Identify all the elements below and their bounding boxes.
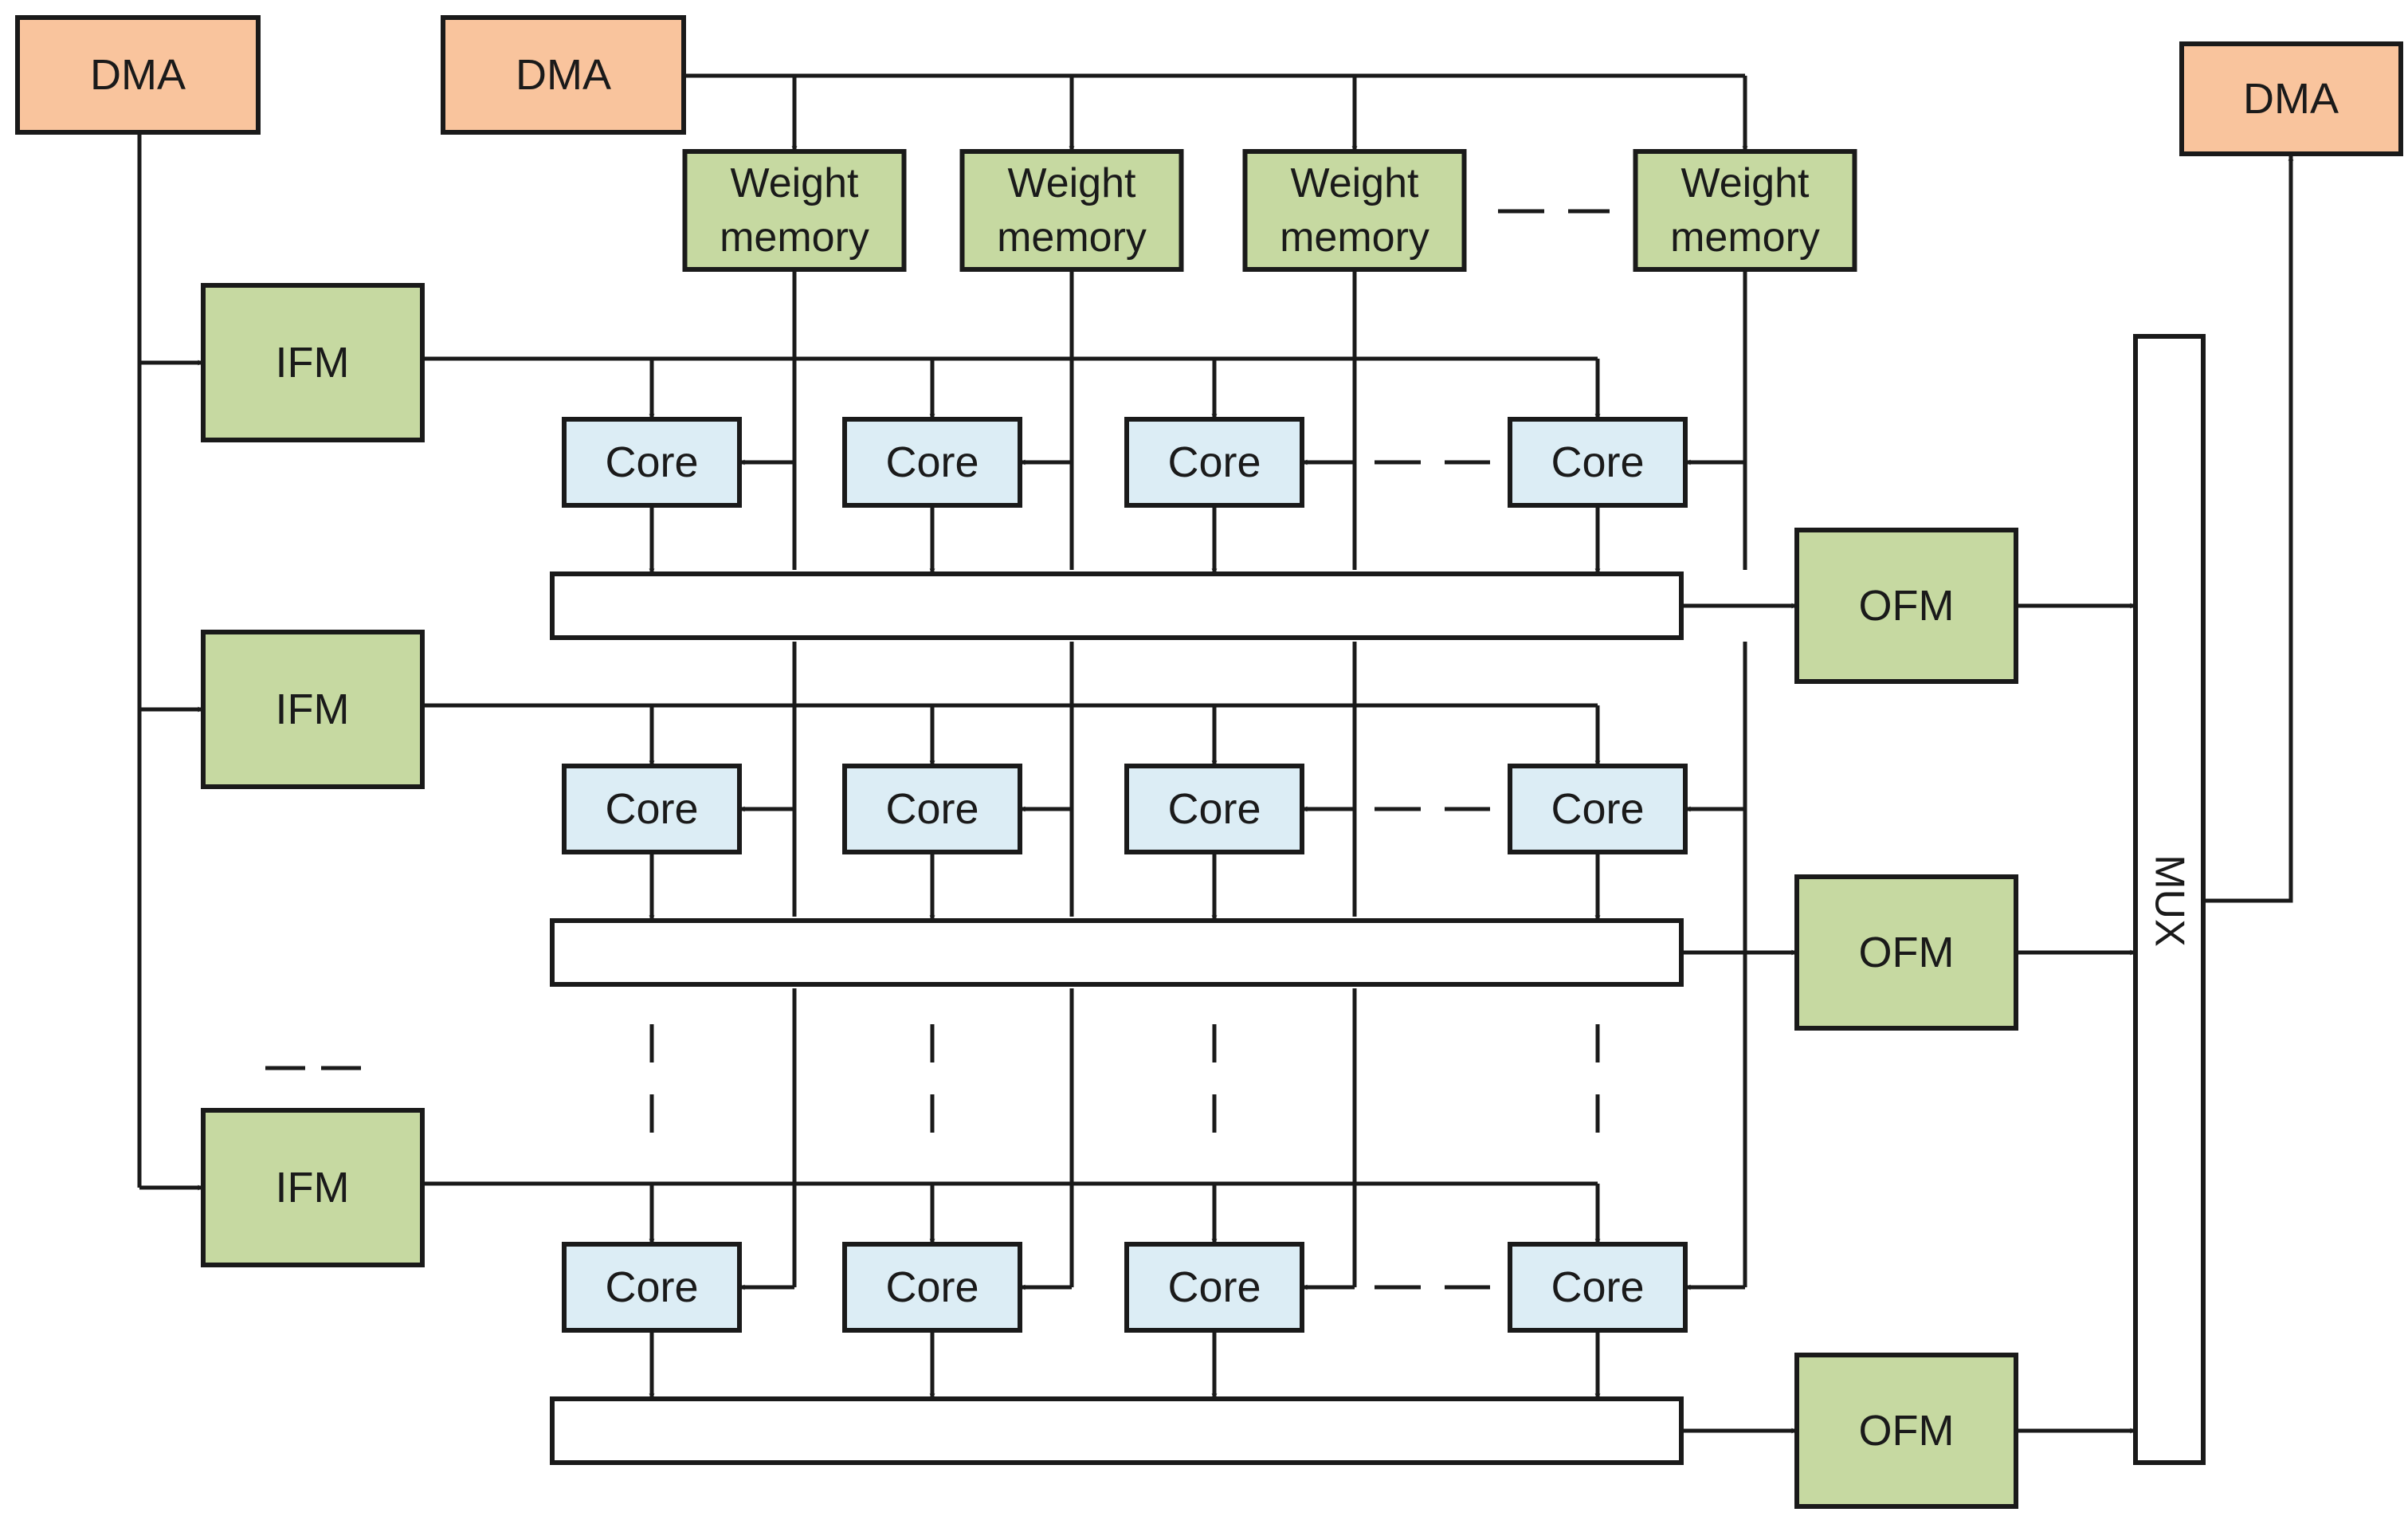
component-boxes: DMA DMA DMA Weight memory Weight memory Weight m… — [15, 15, 2403, 1509]
mux-label: MUX — [2147, 854, 2193, 947]
ofm-label-1: OFM — [1859, 582, 1955, 630]
core-label-1-3: Core — [1167, 438, 1261, 486]
accumulation-bus-3 — [550, 1396, 1684, 1465]
core-2-2 — [842, 764, 1022, 854]
weight-memory-1 — [682, 149, 907, 272]
weight-memory-label-2-2: memory — [997, 214, 1147, 261]
dma-box-top — [441, 15, 686, 135]
core-1-1 — [562, 417, 742, 508]
ofm-box-2 — [1794, 874, 2018, 1031]
weight-memory-label-1-2: Weight — [1008, 160, 1136, 206]
core-2-1 — [562, 764, 742, 854]
core-label-3-4: Core — [1551, 1263, 1644, 1311]
accumulation-bus-1 — [550, 571, 1684, 640]
dma-box-right — [2179, 41, 2403, 156]
dma-box-top-label: DMA — [516, 51, 611, 99]
weight-memory-4 — [1633, 149, 1857, 272]
core-1-3 — [1124, 417, 1304, 508]
core-label-2-2: Core — [885, 785, 978, 833]
core-label-2-1: Core — [605, 785, 698, 833]
core-1-4 — [1508, 417, 1688, 508]
mux-to-dma — [2203, 155, 2294, 903]
ifm-box-2 — [201, 630, 425, 789]
core-label-3-3: Core — [1167, 1263, 1261, 1311]
core-label-2-3: Core — [1167, 785, 1261, 833]
dma-box-left — [15, 15, 261, 135]
ifm-box-3 — [201, 1108, 425, 1267]
core-1-2 — [842, 417, 1022, 508]
dma-box-left-label: DMA — [90, 51, 186, 99]
weight-memory-label-1-4: Weight — [1681, 160, 1810, 206]
core-label-1-4: Core — [1551, 438, 1644, 486]
core-2-3 — [1124, 764, 1304, 854]
weight-memory-label-2-3: memory — [1280, 214, 1430, 261]
weight-memory-3 — [1242, 149, 1467, 272]
weight-memory-label-1-1: Weight — [731, 160, 859, 206]
ifm-label-2: IFM — [276, 685, 350, 733]
mux-box — [2133, 334, 2206, 1465]
ifm-box-1 — [201, 283, 425, 442]
core-2-4 — [1508, 764, 1688, 854]
ofm-label-3: OFM — [1859, 1407, 1955, 1455]
core-label-1-2: Core — [885, 438, 978, 486]
core-label-3-1: Core — [605, 1263, 698, 1311]
core-label-2-4: Core — [1551, 785, 1644, 833]
weight-memory-label-2-1: memory — [720, 214, 869, 261]
accumulation-bus-2 — [550, 918, 1684, 987]
core-label-1-1: Core — [605, 438, 698, 486]
weight-memory-label-2-4: memory — [1670, 214, 1820, 261]
ofm-box-1 — [1794, 528, 2018, 684]
ifm-label-1: IFM — [276, 339, 350, 387]
core-3-2 — [842, 1242, 1022, 1333]
weight-memory-label-1-3: Weight — [1291, 160, 1419, 206]
core-3-3 — [1124, 1242, 1304, 1333]
core-3-4 — [1508, 1242, 1688, 1333]
core-label-3-2: Core — [885, 1263, 978, 1311]
weight-memory-2 — [959, 149, 1184, 272]
connection-wires — [137, 73, 2294, 1434]
dma-box-right-label: DMA — [2243, 75, 2339, 123]
ifm-label-3: IFM — [276, 1164, 350, 1212]
ofm-box-3 — [1794, 1353, 2018, 1509]
core-3-1 — [562, 1242, 742, 1333]
ofm-label-2: OFM — [1859, 929, 1955, 976]
